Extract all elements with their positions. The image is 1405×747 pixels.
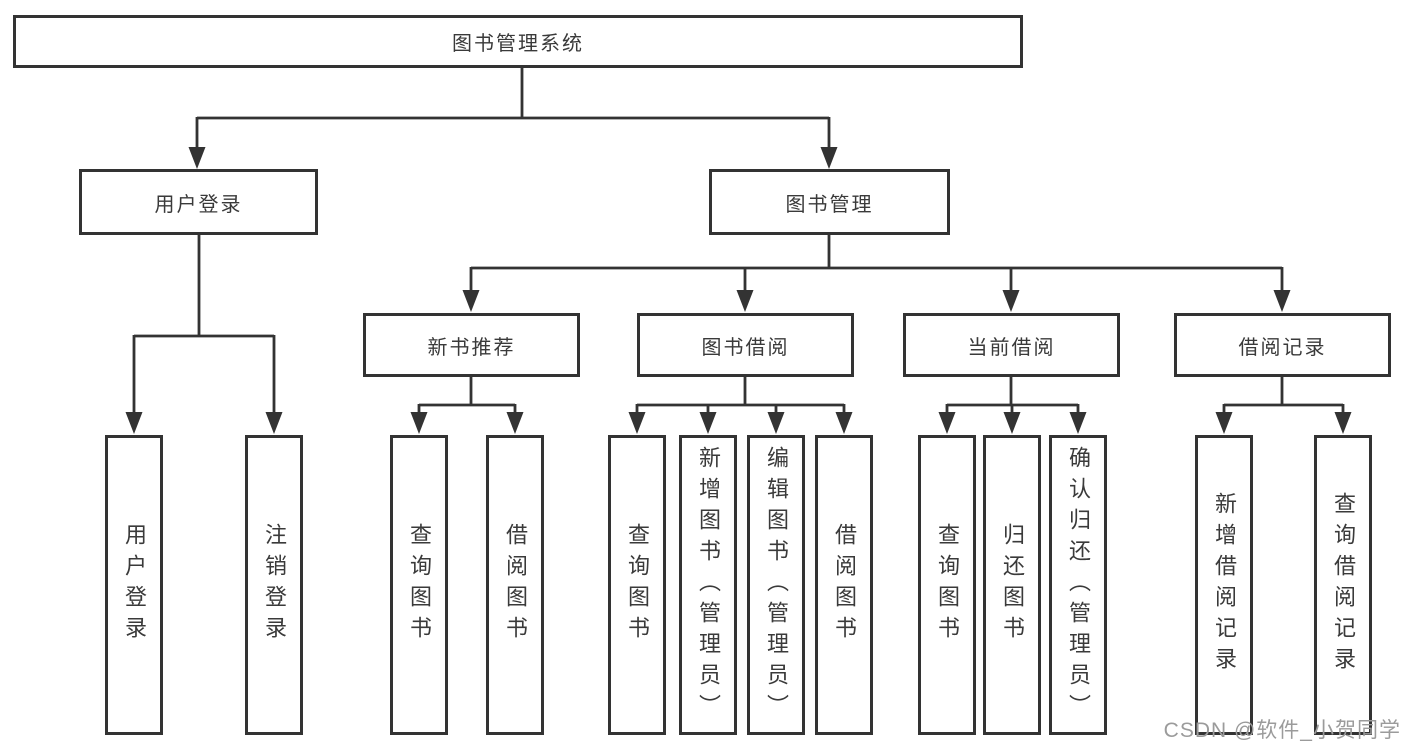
leaf-query-borrow-record: 查询借阅记录 [1314, 435, 1372, 735]
node-current-borrow-label: 当前借阅 [967, 336, 1056, 359]
node-new-book-recommend: 新书推荐 [363, 313, 580, 377]
leaf-query-books-recommend: 查询图书 [390, 435, 448, 735]
node-new-book-recommend-label: 新书推荐 [427, 336, 516, 359]
leaf-query-books-borrow-label: 查询图书 [625, 523, 650, 647]
node-current-borrow: 当前借阅 [903, 313, 1120, 377]
node-user-login-label: 用户登录 [154, 193, 243, 216]
arrowheads [125, 147, 1352, 434]
leaf-add-book-admin-label: 新增图书（管理员） [696, 445, 721, 725]
node-book-borrow: 图书借阅 [637, 313, 854, 377]
watermark: CSDN @软件_小贺同学 [1163, 719, 1401, 742]
leaf-query-books-current-label: 查询图书 [935, 523, 960, 647]
leaf-add-book-admin: 新增图书（管理员） [679, 435, 737, 735]
node-book-management-label: 图书管理 [785, 193, 874, 216]
leaf-confirm-return-admin: 确认归还（管理员） [1049, 435, 1107, 735]
node-root-label: 图书管理系统 [452, 33, 584, 55]
node-book-borrow-label: 图书借阅 [701, 336, 790, 359]
leaf-query-books-borrow: 查询图书 [608, 435, 666, 735]
leaf-query-borrow-record-label: 查询借阅记录 [1331, 492, 1356, 678]
leaf-return-books: 归还图书 [983, 435, 1041, 735]
node-user-login: 用户登录 [79, 169, 318, 235]
node-root: 图书管理系统 [13, 15, 1023, 68]
node-borrow-records: 借阅记录 [1174, 313, 1391, 377]
leaf-borrow-books-recommend-label: 借阅图书 [503, 523, 528, 647]
leaf-confirm-return-admin-label: 确认归还（管理员） [1066, 445, 1091, 725]
leaf-logout: 注销登录 [245, 435, 303, 735]
connector-path [132, 68, 1345, 415]
leaf-return-books-label: 归还图书 [1000, 523, 1025, 647]
leaf-edit-book-admin: 编辑图书（管理员） [747, 435, 805, 735]
leaf-add-borrow-record-label: 新增借阅记录 [1212, 492, 1237, 678]
leaf-edit-book-admin-label: 编辑图书（管理员） [764, 445, 789, 725]
leaf-query-books-recommend-label: 查询图书 [407, 523, 432, 647]
leaf-user-login-label: 用户登录 [122, 523, 147, 647]
node-book-management: 图书管理 [709, 169, 950, 235]
node-borrow-records-label: 借阅记录 [1238, 336, 1327, 359]
leaf-user-login: 用户登录 [105, 435, 163, 735]
leaf-borrow-books-2: 借阅图书 [815, 435, 873, 735]
leaf-logout-label: 注销登录 [262, 523, 287, 647]
leaf-add-borrow-record: 新增借阅记录 [1195, 435, 1253, 735]
leaf-borrow-books-recommend: 借阅图书 [486, 435, 544, 735]
leaf-query-books-current: 查询图书 [918, 435, 976, 735]
leaf-borrow-books-2-label: 借阅图书 [832, 523, 857, 647]
